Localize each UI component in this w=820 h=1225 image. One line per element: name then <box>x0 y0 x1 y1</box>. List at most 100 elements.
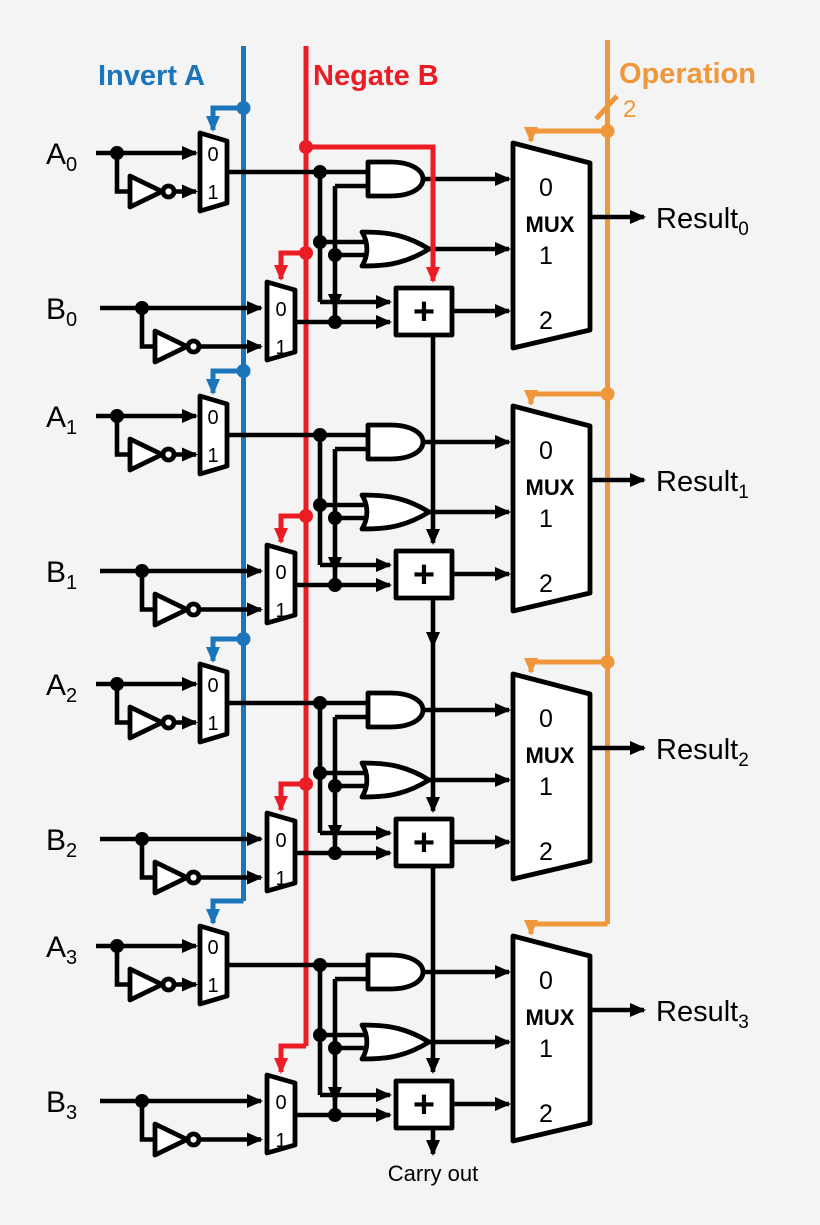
a-not-gate <box>127 966 165 1003</box>
result-mux-in1-label: 1 <box>539 1035 553 1063</box>
result-mux <box>510 933 593 1144</box>
and-gate <box>365 690 426 730</box>
junction-dot <box>299 777 313 791</box>
b-not-gate <box>152 1121 190 1158</box>
result-mux-in0-label: 0 <box>539 967 553 995</box>
a-input-label: A2 <box>46 669 77 707</box>
carry-out-label: Carry out <box>388 1161 478 1186</box>
or-gate <box>359 229 432 269</box>
a-input-label: A0 <box>46 138 77 176</box>
b-mux-in0-label: 0 <box>275 299 286 321</box>
result-mux-label: MUX <box>526 212 575 237</box>
junction-dot <box>236 632 251 646</box>
b-negate-mux <box>264 542 298 626</box>
a-invert-mux <box>197 130 230 214</box>
result-mux <box>510 140 593 351</box>
b-input-label: B1 <box>46 556 77 594</box>
b-input-label: B0 <box>46 293 77 331</box>
bus-width-slash <box>594 94 619 121</box>
a-not-bubble <box>160 446 177 463</box>
result-mux-label: MUX <box>526 1005 575 1030</box>
adder <box>393 816 455 869</box>
result-mux-in0-label: 0 <box>539 437 553 465</box>
a-not-bubble <box>160 714 177 731</box>
b-not-bubble <box>185 601 202 618</box>
adder-plus-label: + <box>413 1084 435 1126</box>
junction-dot <box>600 655 615 669</box>
a-mux-in0-label: 0 <box>207 407 218 429</box>
junction-dot <box>299 509 313 523</box>
adder-plus-label: + <box>413 291 435 333</box>
bit-slice-1: A1 0 1 B1 0 1 <box>46 364 749 628</box>
result-mux-in1-label: 1 <box>539 242 553 270</box>
adder-plus-label: + <box>413 554 435 596</box>
result-label: Result0 <box>656 203 749 240</box>
a-not-gate <box>127 436 165 473</box>
a-mux-in1-label: 1 <box>207 182 218 204</box>
result-label: Result1 <box>656 466 749 503</box>
b-mux-in1-label: 1 <box>275 1130 286 1152</box>
a-not-bubble <box>160 976 177 993</box>
negate-b-select <box>274 509 313 544</box>
a-invert-mux <box>197 923 230 1007</box>
a-mux-in1-label: 1 <box>207 713 218 735</box>
junction-dot <box>299 140 313 154</box>
b-not-gate <box>152 859 190 896</box>
b-input-label: B2 <box>46 824 77 862</box>
b-negate-mux <box>264 1072 298 1156</box>
b-negate-mux <box>264 279 298 363</box>
invert-a-select <box>206 364 251 395</box>
bit-slice-2: A2 0 1 B2 0 1 <box>46 632 749 896</box>
b-negate-mux <box>264 810 298 894</box>
bit-slice-3: A3 0 1 B3 0 1 <box>46 898 749 1158</box>
or-gate <box>359 492 432 532</box>
or-gate <box>359 760 432 800</box>
result-mux-in1-label: 1 <box>539 505 553 533</box>
a-mux-in1-label: 1 <box>207 445 218 467</box>
result-mux <box>510 403 593 614</box>
and-gate <box>365 422 426 462</box>
junction-dot <box>299 246 313 260</box>
result-label: Result3 <box>656 996 749 1033</box>
a-invert-wire <box>114 416 129 457</box>
a-mux-in1-label: 1 <box>207 975 218 997</box>
b-mux-in0-label: 0 <box>275 1092 286 1114</box>
b-mux-in0-label: 0 <box>275 562 286 584</box>
result-mux-in1-label: 1 <box>539 773 553 801</box>
invert-a-select <box>206 898 244 925</box>
result-label: Result2 <box>656 734 749 771</box>
operation-select <box>524 387 615 406</box>
result-mux-in2-label: 2 <box>539 570 553 598</box>
bit-slice-0: A0 0 1 B0 0 1 <box>46 101 749 365</box>
b-mux-in1-label: 1 <box>275 868 286 890</box>
junction-dot <box>600 124 615 138</box>
and-gate <box>365 952 426 992</box>
b-not-bubble <box>185 869 202 886</box>
negate-b-carryin <box>299 140 440 283</box>
junction-dot <box>236 364 251 378</box>
a-mux-in0-label: 0 <box>207 144 218 166</box>
b-not-bubble <box>185 1131 202 1148</box>
invert-a-select <box>206 632 251 663</box>
b-invert-wire <box>139 839 154 880</box>
junction-dot <box>600 387 615 401</box>
and-gate <box>365 159 426 199</box>
negate-b-select <box>274 246 313 281</box>
negate-b-select <box>274 777 313 812</box>
a-invert-mux <box>197 661 230 745</box>
or-gate <box>359 1022 432 1062</box>
result-mux-in0-label: 0 <box>539 705 553 733</box>
operation-bus-width-label: 2 <box>623 96 636 123</box>
result-mux-label: MUX <box>526 475 575 500</box>
a-not-gate <box>127 704 165 741</box>
operation-select <box>524 920 608 936</box>
a-invert-wire <box>114 684 129 725</box>
result-mux-in2-label: 2 <box>539 307 553 335</box>
b-not-gate <box>152 328 190 365</box>
result-mux <box>510 671 593 882</box>
b-not-gate <box>152 591 190 628</box>
invert-a-label: Invert A <box>98 60 205 92</box>
b-invert-wire <box>139 308 154 349</box>
result-mux-in2-label: 2 <box>539 1100 553 1128</box>
